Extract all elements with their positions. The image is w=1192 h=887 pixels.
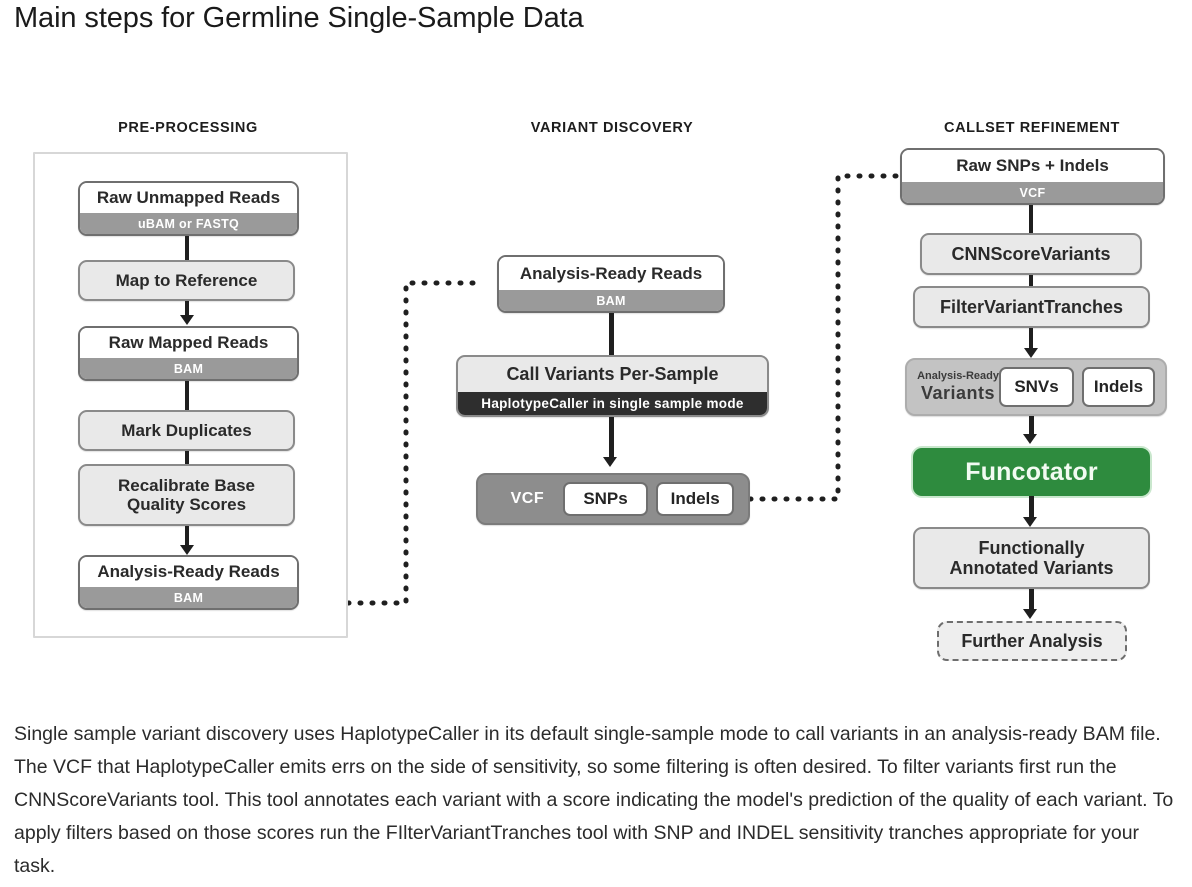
group-vcf: VCF SNPs Indels <box>476 473 750 525</box>
node-raw-mapped-reads[interactable]: Raw Mapped Reads BAM <box>78 326 299 381</box>
node-further-analysis[interactable]: Further Analysis <box>937 621 1127 661</box>
description-paragraph: Single sample variant discovery uses Hap… <box>14 723 1174 877</box>
node-map-to-reference[interactable]: Map to Reference <box>78 260 295 301</box>
node-filter-variant-tranches-title: FilterVariantTranches <box>939 296 1124 317</box>
arrow-head-recal-to-analysisready <box>180 545 194 555</box>
arrow-annotated-to-further <box>1029 589 1034 613</box>
node-map-to-reference-title: Map to Reference <box>115 270 258 290</box>
group-label-small: Analysis-Ready <box>917 370 999 383</box>
arrow-head-annotated-to-further <box>1023 609 1037 619</box>
arrow-recal-to-analysisready <box>185 526 189 547</box>
node-raw-snps-indels[interactable]: Raw SNPs + Indels VCF <box>900 148 1165 205</box>
arrow-filter-to-variants <box>1029 328 1033 350</box>
chip-snvs[interactable]: SNVs <box>999 367 1074 407</box>
chip-snps[interactable]: SNPs <box>562 482 649 516</box>
group-analysis-ready-variants: Analysis-Ready Variants SNVs Indels <box>905 358 1167 416</box>
arrow-variants-to-funcotator <box>1029 416 1034 438</box>
node-raw-snps-indels-format: VCF <box>902 182 1163 203</box>
node-call-variants-per-sample[interactable]: Call Variants Per-Sample HaplotypeCaller… <box>456 355 769 417</box>
node-functionally-annotated-variants[interactable]: Functionally Annotated Variants <box>913 527 1150 589</box>
workflow-diagram: PRE-PROCESSING VARIANT DISCOVERY CALLSET… <box>0 100 1192 680</box>
column-header-pre-processing: PRE-PROCESSING <box>118 120 258 136</box>
arrow-unmapped-to-map <box>185 236 189 260</box>
node-raw-unmapped-reads[interactable]: Raw Unmapped Reads uBAM or FASTQ <box>78 181 299 236</box>
node-call-variants-tool: HaplotypeCaller in single sample mode <box>458 392 767 415</box>
group-vcf-label: VCF <box>510 490 545 507</box>
node-analysis-ready-reads-pre[interactable]: Analysis-Ready Reads BAM <box>78 555 299 610</box>
node-analysis-ready-reads-pre-format: BAM <box>80 587 297 608</box>
node-cnn-score-variants-title: CNNScoreVariants <box>951 243 1111 264</box>
node-filter-variant-tranches[interactable]: FilterVariantTranches <box>913 286 1150 328</box>
node-raw-mapped-reads-format: BAM <box>80 358 297 379</box>
arrow-head-funcotator-to-annotated <box>1023 517 1037 527</box>
chip-indels-cr[interactable]: Indels <box>1081 367 1155 407</box>
node-further-analysis-title: Further Analysis <box>961 630 1103 651</box>
arrow-funcotator-to-annotated <box>1029 496 1034 521</box>
node-analysis-ready-reads-vd-title: Analysis-Ready Reads <box>499 257 723 290</box>
node-mark-duplicates[interactable]: Mark Duplicates <box>78 410 295 451</box>
chip-indels-vd[interactable]: Indels <box>656 482 735 516</box>
node-recalibrate-title: Recalibrate Base Quality Scores <box>117 475 256 514</box>
arrow-map-to-rawmapped <box>185 301 189 317</box>
page-title: Main steps for Germline Single-Sample Da… <box>14 2 584 34</box>
node-raw-unmapped-reads-title: Raw Unmapped Reads <box>80 183 297 213</box>
node-analysis-ready-reads-vd-format: BAM <box>499 290 723 311</box>
arrow-head-map-to-rawmapped <box>180 315 194 325</box>
node-raw-unmapped-reads-format: uBAM or FASTQ <box>80 213 297 234</box>
column-header-variant-discovery: VARIANT DISCOVERY <box>530 120 694 136</box>
column-header-callset-refinement: CALLSET REFINEMENT <box>944 120 1120 136</box>
arrow-head-filter-to-variants <box>1024 348 1038 358</box>
arrow-vd-reads-to-call <box>609 313 614 355</box>
arrow-call-to-vcf <box>609 417 614 460</box>
arrow-rawmapped-to-markdup <box>185 381 189 410</box>
node-analysis-ready-reads-pre-title: Analysis-Ready Reads <box>80 557 297 587</box>
node-raw-mapped-reads-title: Raw Mapped Reads <box>80 328 297 358</box>
arrow-markdup-to-recal <box>185 451 189 464</box>
node-functionally-annotated-title: Functionally Annotated Variants <box>949 537 1114 578</box>
group-label-main: Variants <box>921 382 996 403</box>
arrow-head-variants-to-funcotator <box>1023 434 1037 444</box>
node-raw-snps-indels-title: Raw SNPs + Indels <box>902 150 1163 182</box>
arrow-head-call-to-vcf <box>603 457 617 467</box>
node-funcotator[interactable]: Funcotator <box>913 448 1150 496</box>
node-analysis-ready-reads-vd[interactable]: Analysis-Ready Reads BAM <box>497 255 725 313</box>
node-funcotator-title: Funcotator <box>965 458 1098 486</box>
node-cnn-score-variants[interactable]: CNNScoreVariants <box>920 233 1142 275</box>
arrow-rawsnps-to-cnn <box>1029 205 1033 233</box>
node-call-variants-title: Call Variants Per-Sample <box>506 364 719 385</box>
node-mark-duplicates-title: Mark Duplicates <box>121 420 252 440</box>
group-analysis-ready-variants-label: Analysis-Ready Variants <box>917 370 999 403</box>
node-recalibrate-base-quality-scores[interactable]: Recalibrate Base Quality Scores <box>78 464 295 526</box>
arrow-cnn-to-filter <box>1029 275 1033 286</box>
